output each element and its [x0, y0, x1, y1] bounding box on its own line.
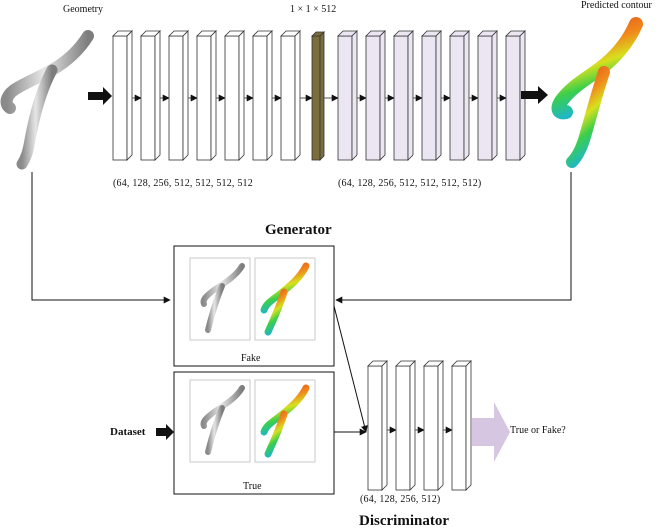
discriminator-blocks	[367, 360, 472, 491]
fake-label: Fake	[241, 353, 261, 364]
fake-to-discriminator-line	[333, 305, 368, 433]
decoder-block-6	[477, 30, 498, 161]
predicted-contour-vessel-icon	[551, 17, 643, 168]
predicted-contour-label: Predicted contour	[581, 0, 652, 11]
geometry-label: Geometry	[63, 4, 103, 15]
discriminator-block-4	[451, 360, 472, 491]
decoder-block-1	[337, 30, 358, 161]
discriminator-block-2	[395, 360, 416, 491]
prediction-to-generator-line	[335, 172, 572, 304]
encoder-block-2	[140, 30, 161, 161]
encoder-block-1	[112, 30, 133, 161]
discriminator-output-arrow	[472, 402, 510, 462]
encoder-blocks	[112, 30, 339, 161]
bottleneck-block	[311, 31, 325, 161]
true-or-fake-label: True or Fake?	[510, 425, 566, 436]
input-geometry-vessel-icon	[0, 30, 94, 170]
input-arrow	[88, 87, 112, 105]
dataset-arrow	[156, 424, 174, 440]
bottleneck-label: 1 × 1 × 512	[290, 4, 337, 15]
discriminator-block-3	[423, 360, 444, 491]
encoder-block-4	[196, 30, 217, 161]
decoder-block-3	[393, 30, 414, 161]
true-geometry-icon	[200, 385, 245, 455]
discriminator-block-1	[367, 360, 388, 491]
encoder-channels-label: (64, 128, 256, 512, 512, 512, 512	[113, 178, 253, 189]
decoder-block-4	[421, 30, 442, 161]
decoder-block-2	[365, 30, 386, 161]
encoder-block-3	[168, 30, 189, 161]
generator-title: Generator	[265, 222, 332, 238]
decoder-blocks	[337, 30, 526, 161]
discriminator-title: Discriminator	[359, 513, 449, 529]
true-contour-icon	[260, 384, 310, 458]
discriminator-channels-label: (64, 128, 256, 512)	[360, 494, 441, 505]
decoder-block-5	[449, 30, 470, 161]
true-label: True	[243, 481, 262, 492]
dataset-label: Dataset	[110, 426, 146, 438]
output-arrow	[521, 86, 548, 104]
encoder-block-7	[280, 30, 301, 161]
decoder-channels-label: (64, 128, 256, 512, 512, 512, 512)	[338, 178, 482, 189]
geometry-to-generator-line	[31, 172, 171, 304]
encoder-block-5	[224, 30, 245, 161]
fake-contour-icon	[260, 262, 310, 336]
encoder-block-6	[252, 30, 273, 161]
fake-geometry-icon	[200, 263, 245, 333]
